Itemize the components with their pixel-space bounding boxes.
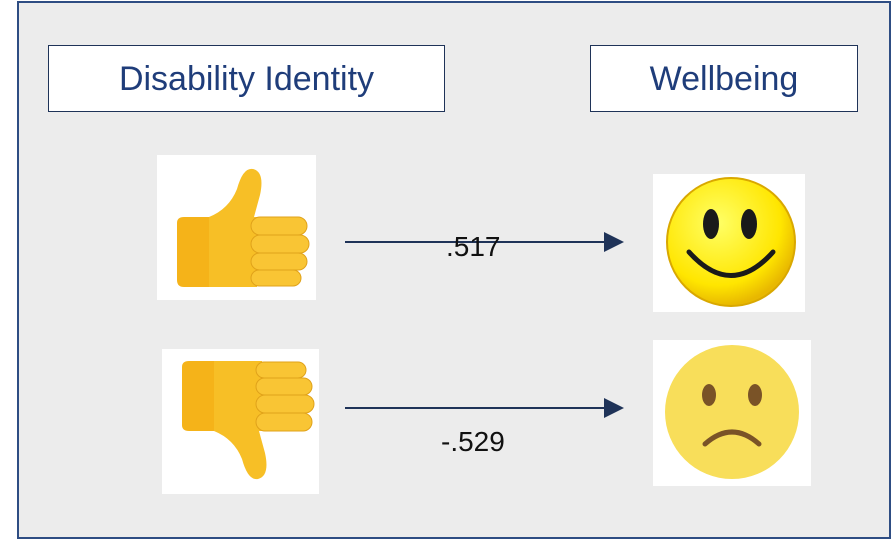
smiley-face-icon — [666, 177, 796, 307]
smiley-face-image — [653, 174, 805, 312]
positive-coefficient-label: .517 — [446, 231, 501, 262]
thumbs-up-icon — [177, 168, 310, 287]
disability-identity-label: Disability Identity — [48, 45, 445, 112]
frowning-face-image — [653, 340, 811, 486]
thumbs-down-icon — [182, 361, 315, 480]
negative-coefficient-label: -.529 — [441, 426, 505, 457]
wellbeing-label: Wellbeing — [590, 45, 858, 112]
thumbs-up-image — [157, 155, 316, 300]
thumbs-down-image — [162, 349, 319, 494]
frowning-face-icon — [665, 345, 799, 479]
